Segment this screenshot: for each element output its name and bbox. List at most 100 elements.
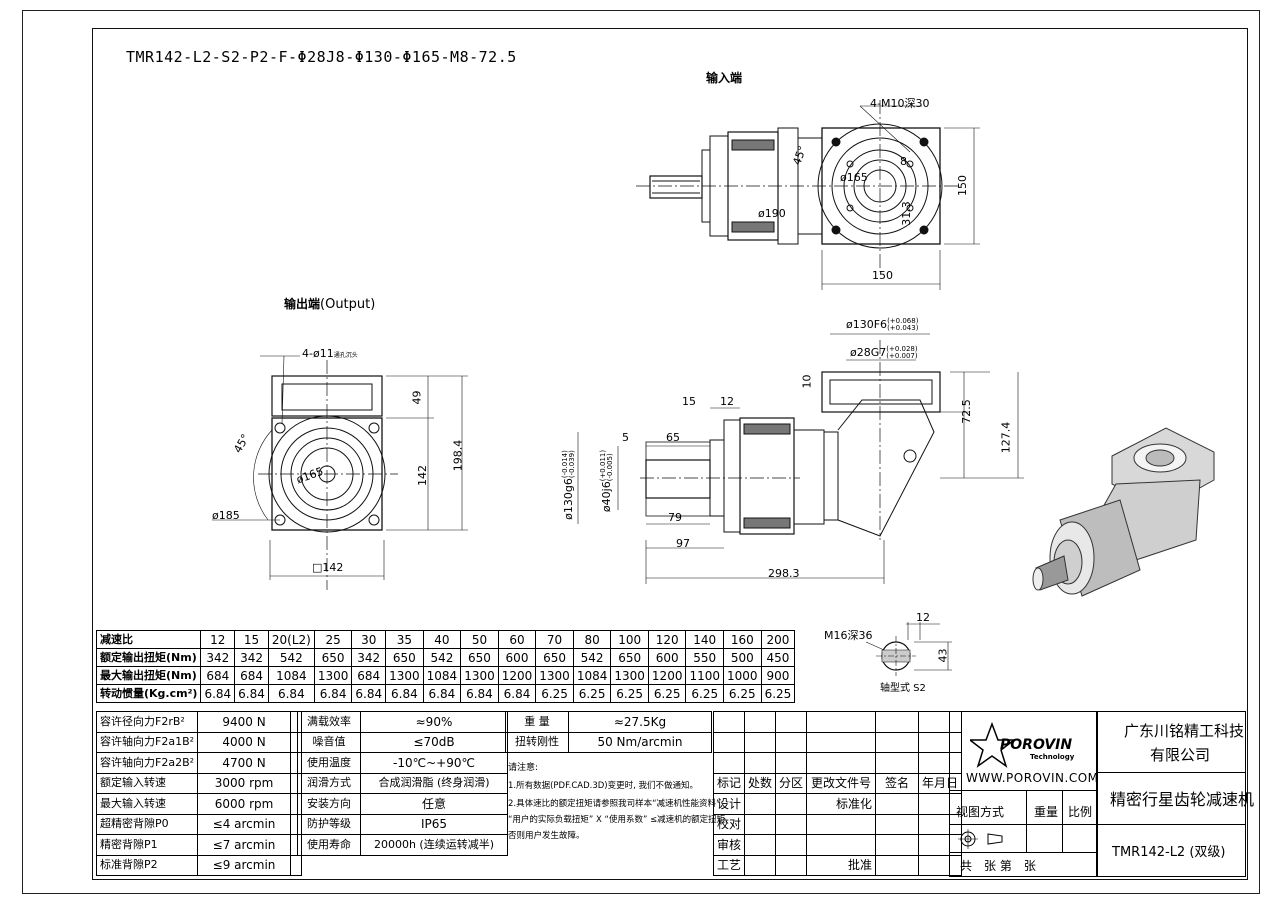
- ratio-cell: 650: [460, 648, 499, 667]
- company-website: WWW.POROVIN.COM: [966, 771, 1099, 785]
- spec-row: 超精密背隙P0≤4 arcmin: [95, 813, 303, 835]
- rev-cell: [806, 813, 877, 835]
- ratio-header-cell: 80: [572, 630, 612, 649]
- spec-value: 9400 N: [197, 711, 292, 733]
- dim-side-130f6: ø130F6(+0.068)(+0.043): [846, 318, 918, 332]
- ratio-cell: 650: [535, 648, 574, 667]
- spec-row: 噪音值≤70dB: [297, 731, 508, 753]
- rev-cell: [875, 752, 920, 774]
- projection-symbol-icon: [958, 829, 1003, 849]
- dim-side-40j6: ø40j6(+0.011)(-0.005): [599, 450, 614, 512]
- title-right-divider-2: [1098, 824, 1245, 825]
- ratio-cell: 6.25: [685, 684, 725, 703]
- ratio-header-cell: 50: [460, 630, 499, 649]
- ratio-header-cell: 15: [234, 630, 269, 649]
- ratio-cell: 542: [572, 648, 612, 667]
- spec-value: 4700 N: [197, 752, 292, 774]
- rev-cell: [712, 752, 746, 774]
- rev-cell: [806, 711, 877, 733]
- dim-output-142-v: 142: [416, 465, 429, 486]
- ratio-cell: 6.84: [267, 684, 315, 703]
- ratio-cell: 1200: [497, 666, 537, 685]
- dim-shaft-12: 12: [916, 611, 930, 624]
- rev-cell: [918, 854, 963, 876]
- dim-side-79: 79: [668, 511, 682, 524]
- spec-label: 防护等级: [297, 813, 361, 835]
- rev-cell: [806, 731, 877, 753]
- ratio-cell: 6.84: [234, 684, 269, 703]
- ratio-cell: 684: [200, 666, 236, 685]
- rev-cell: [744, 752, 777, 774]
- logo-text: POROVIN: [1000, 737, 1073, 753]
- rev-process-row: 工艺批准: [712, 854, 963, 876]
- dim-input-height: 150: [956, 175, 969, 196]
- logo-subtext: Technology: [1030, 753, 1075, 761]
- title-block-middle: POROVIN Technology WWW.POROVIN.COM 视图方式 …: [949, 711, 1099, 877]
- revision-block: 标记 处数 分区 更改文件号 签名 年月日 设计标准化 校对 审核 工艺批准: [712, 711, 963, 876]
- ratio-cell: 450: [760, 648, 796, 667]
- ratio-row-rated-torque: 额定输出扭矩(Nm) 342 342 542 650 342 650 542 6…: [95, 648, 796, 667]
- ratio-header-cell: 60: [497, 630, 537, 649]
- dim-side-15: 15: [682, 395, 696, 408]
- rev-approve-label: 批准: [806, 854, 877, 876]
- ratio-header-cell: 140: [685, 630, 725, 649]
- ratio-cell: 6.84: [313, 684, 353, 703]
- dim-input-pcd: ø165: [840, 171, 868, 184]
- ratio-cell: 600: [647, 648, 687, 667]
- ratio-cell: 1300: [535, 666, 574, 685]
- dim-side-72-5: 72.5: [959, 399, 973, 424]
- spec-label: 超精密背隙P0: [95, 813, 199, 835]
- dim-side-130f6-tol-up: (+0.068): [887, 317, 919, 325]
- rev-cell: [806, 834, 877, 856]
- dim-input-pilot: ø190: [758, 207, 786, 220]
- shaft-view-title: 轴型式 S2: [880, 683, 926, 694]
- output-view-title: 输出端(Output): [284, 298, 375, 311]
- title-vdivider-2: [1062, 790, 1063, 852]
- ratio-cell: 6.25: [535, 684, 574, 703]
- ratio-header-cell: 12: [200, 630, 236, 649]
- ratio-row-label: 额定输出扭矩(Nm): [95, 648, 202, 667]
- rev-check-label: 校对: [712, 813, 746, 835]
- spec-value: 6000 rpm: [197, 793, 292, 815]
- rev-header-zone: 分区: [775, 772, 808, 794]
- rev-review-label: 审核: [712, 834, 746, 856]
- rev-empty-row: [712, 711, 963, 733]
- notes-line-1: 1.所有数据(PDF.CAD.3D)变更时, 我们不做通知。: [508, 781, 698, 791]
- ratio-cell: 6.25: [572, 684, 612, 703]
- spec-label: 使用寿命: [297, 834, 361, 856]
- dim-side-130g6: ø130g6(-0.014)(-0.039): [561, 450, 576, 520]
- ratio-header-cell: 160: [723, 630, 762, 649]
- ratio-cell: 6.84: [422, 684, 462, 703]
- weight-row: 重 量≈27.5Kg: [505, 711, 712, 733]
- rev-cell: [875, 834, 920, 856]
- dim-side-130g6-tol: (-0.014)(-0.039): [561, 450, 576, 478]
- rev-design-row: 设计标准化: [712, 793, 963, 815]
- dim-input-31-3: 31.3: [899, 201, 913, 226]
- ratio-cell: 1300: [460, 666, 499, 685]
- spec-label: 精密背隙P1: [95, 834, 199, 856]
- dim-shaft-43: 43: [936, 648, 950, 663]
- ratio-table: 减速比 12 15 20(L2) 25 30 35 40 50 60 70 80…: [95, 630, 796, 703]
- rev-cell: [775, 711, 808, 733]
- dim-output-bolts-size: 4-ø11: [302, 347, 334, 360]
- rev-empty-row: [712, 752, 963, 774]
- stiffness-value: 50 Nm/arcmin: [568, 731, 712, 753]
- dim-output-185: ø185: [212, 509, 240, 522]
- spec-label: 噪音值: [297, 731, 361, 753]
- ratio-row-inertia: 转动惯量(Kg.cm²) 6.84 6.84 6.84 6.84 6.84 6.…: [95, 684, 796, 703]
- dim-side-10: 10: [800, 374, 814, 389]
- dim-side-97: 97: [676, 537, 690, 550]
- ratio-cell: 6.25: [723, 684, 762, 703]
- ratio-cell: 684: [351, 666, 387, 685]
- spec-row: 精密背隙P1≤7 arcmin: [95, 834, 303, 856]
- ratio-cell: 542: [267, 648, 315, 667]
- porovin-logo: POROVIN Technology: [970, 718, 1080, 768]
- ratio-cell: 900: [760, 666, 796, 685]
- rev-design-label: 设计: [712, 793, 746, 815]
- ratio-cell: 6.84: [385, 684, 424, 703]
- spec-value: 4000 N: [197, 731, 292, 753]
